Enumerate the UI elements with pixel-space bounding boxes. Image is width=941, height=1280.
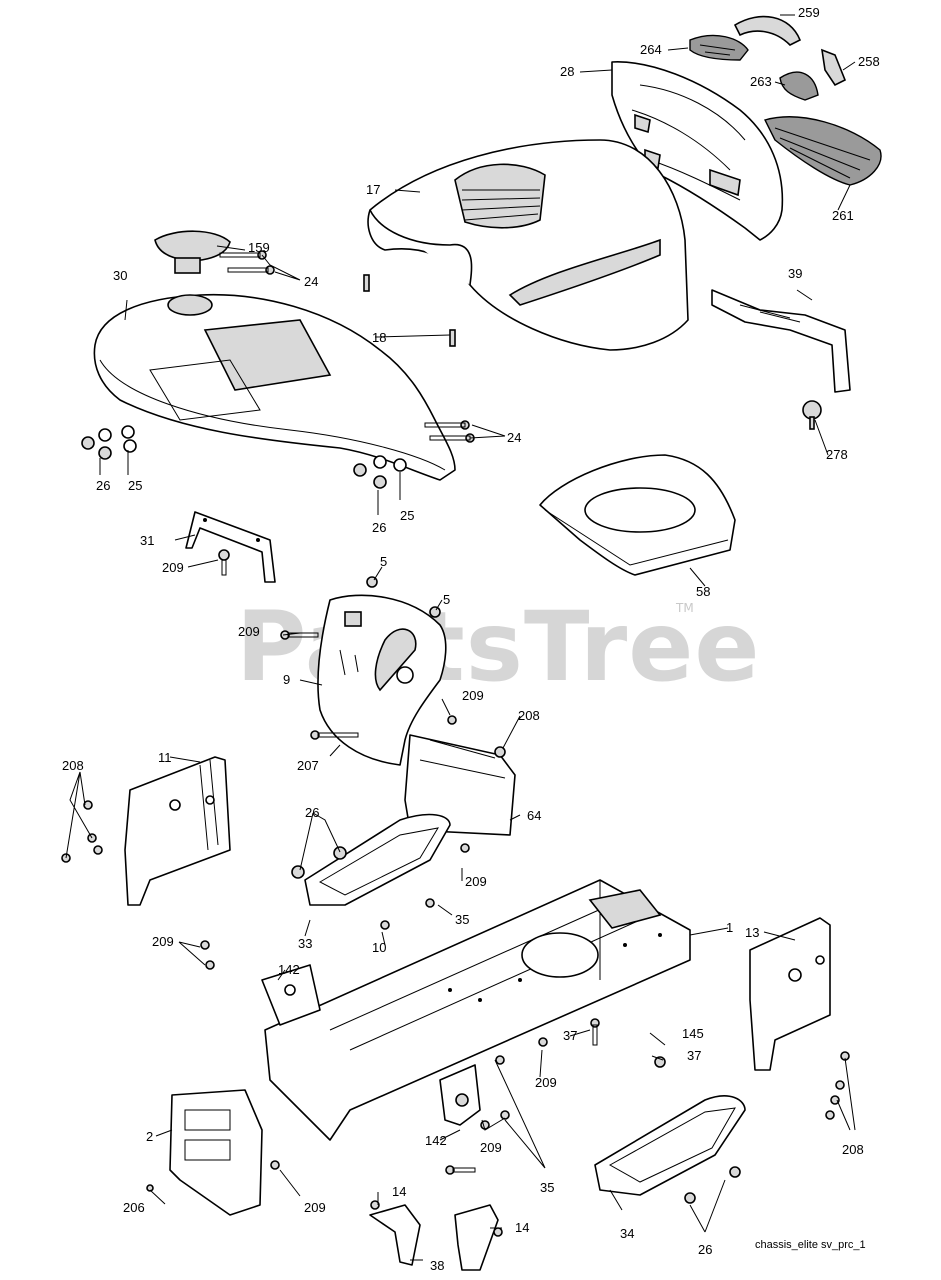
callout-263: 263: [750, 74, 772, 89]
part-263-headlight[interactable]: [779, 71, 819, 101]
callout-142-top: 142: [278, 962, 300, 977]
leader-lines: [65, 14, 856, 1261]
part-17-hood[interactable]: [367, 139, 689, 351]
part-30-dash-panel[interactable]: [93, 293, 456, 481]
callout-64: 64: [527, 808, 541, 823]
part-258-bracket[interactable]: [821, 48, 847, 87]
callout-209-b: 209: [238, 624, 260, 639]
part-11-side-plate[interactable]: [124, 756, 231, 906]
callout-9: 9: [283, 672, 290, 687]
part-1-frame[interactable]: [264, 879, 691, 1141]
callout-209-e: 209: [152, 934, 174, 949]
callout-37-right: 37: [687, 1048, 701, 1063]
callout-26-bottom: 26: [698, 1242, 712, 1257]
callout-209-c: 209: [462, 688, 484, 703]
callout-31: 31: [140, 533, 154, 548]
callout-209-d: 209: [465, 874, 487, 889]
callout-18: 18: [372, 330, 386, 345]
part-264-headlight[interactable]: [689, 34, 749, 61]
callout-208-top: 208: [518, 708, 540, 723]
callout-209-f: 209: [535, 1075, 557, 1090]
part-34-footrest[interactable]: [594, 1095, 746, 1196]
callout-14-right: 14: [515, 1220, 529, 1235]
callout-35-bottom: 35: [540, 1180, 554, 1195]
callout-159: 159: [248, 240, 270, 255]
callout-142-bottom: 142: [425, 1133, 447, 1148]
callout-25-left: 25: [128, 478, 142, 493]
callout-24-right: 24: [507, 430, 521, 445]
callout-13: 13: [745, 925, 759, 940]
callout-58: 58: [696, 584, 710, 599]
callout-2: 2: [146, 1129, 153, 1144]
callout-5-right: 5: [443, 592, 450, 607]
callout-209-h: 209: [304, 1200, 326, 1215]
callout-208-left: 208: [62, 758, 84, 773]
part-33-footrest[interactable]: [304, 813, 451, 906]
callout-5-top: 5: [380, 554, 387, 569]
callout-261: 261: [832, 208, 854, 223]
callout-10: 10: [372, 940, 386, 955]
callout-209-g: 209: [480, 1140, 502, 1155]
callout-24-top: 24: [304, 274, 318, 289]
part-142-bracket[interactable]: [261, 964, 321, 1026]
callout-11: 11: [158, 750, 172, 765]
callout-206: 206: [123, 1200, 145, 1215]
callout-258: 258: [858, 54, 880, 69]
callout-14-left: 14: [392, 1184, 406, 1199]
watermark: PartsTree TM: [236, 591, 759, 703]
part-261-grille[interactable]: [763, 116, 882, 186]
callout-34: 34: [620, 1226, 634, 1241]
callout-35-top: 35: [455, 912, 469, 927]
callout-38: 38: [430, 1258, 444, 1273]
callout-207: 207: [297, 758, 319, 773]
callout-259: 259: [798, 5, 820, 20]
part-159-cap[interactable]: [154, 230, 231, 274]
callout-26-footrest: 26: [305, 805, 319, 820]
part-2-rear-plate[interactable]: [169, 1089, 263, 1216]
part-13-side-plate[interactable]: [749, 917, 831, 1071]
callout-278: 278: [826, 447, 848, 462]
part-39-bracket[interactable]: [711, 289, 851, 393]
callout-209-a: 209: [162, 560, 184, 575]
callout-37-mid: 37: [563, 1028, 577, 1043]
callouts: 259 264 258 28 263 17 261 159 24 30 18 3…: [62, 5, 880, 1273]
callout-17: 17: [366, 182, 380, 197]
part-278-bolt[interactable]: [802, 400, 822, 430]
part-38-bracket[interactable]: [369, 1204, 499, 1271]
callout-25-mid: 25: [400, 508, 414, 523]
callout-145: 145: [682, 1026, 704, 1041]
callout-26-left: 26: [96, 478, 110, 493]
callout-28: 28: [560, 64, 574, 79]
fasteners: [61, 250, 850, 1237]
part-18-pin[interactable]: [363, 274, 456, 347]
callout-30: 30: [113, 268, 127, 283]
drawing-code: chassis_elite sv_prc_1: [755, 1239, 866, 1251]
callout-264: 264: [640, 42, 662, 57]
part-259-lens-cover[interactable]: [733, 15, 802, 46]
callout-208-right: 208: [842, 1142, 864, 1157]
part-31-bracket[interactable]: [185, 511, 276, 583]
watermark-tm: TM: [675, 601, 694, 615]
part-142-pivot[interactable]: [439, 1064, 481, 1126]
callout-39: 39: [788, 266, 802, 281]
part-58-tray[interactable]: [539, 454, 736, 576]
part-9-dash-frame[interactable]: [317, 594, 447, 766]
callout-1: 1: [726, 920, 733, 935]
callout-26-mid: 26: [372, 520, 386, 535]
callout-33: 33: [298, 936, 312, 951]
